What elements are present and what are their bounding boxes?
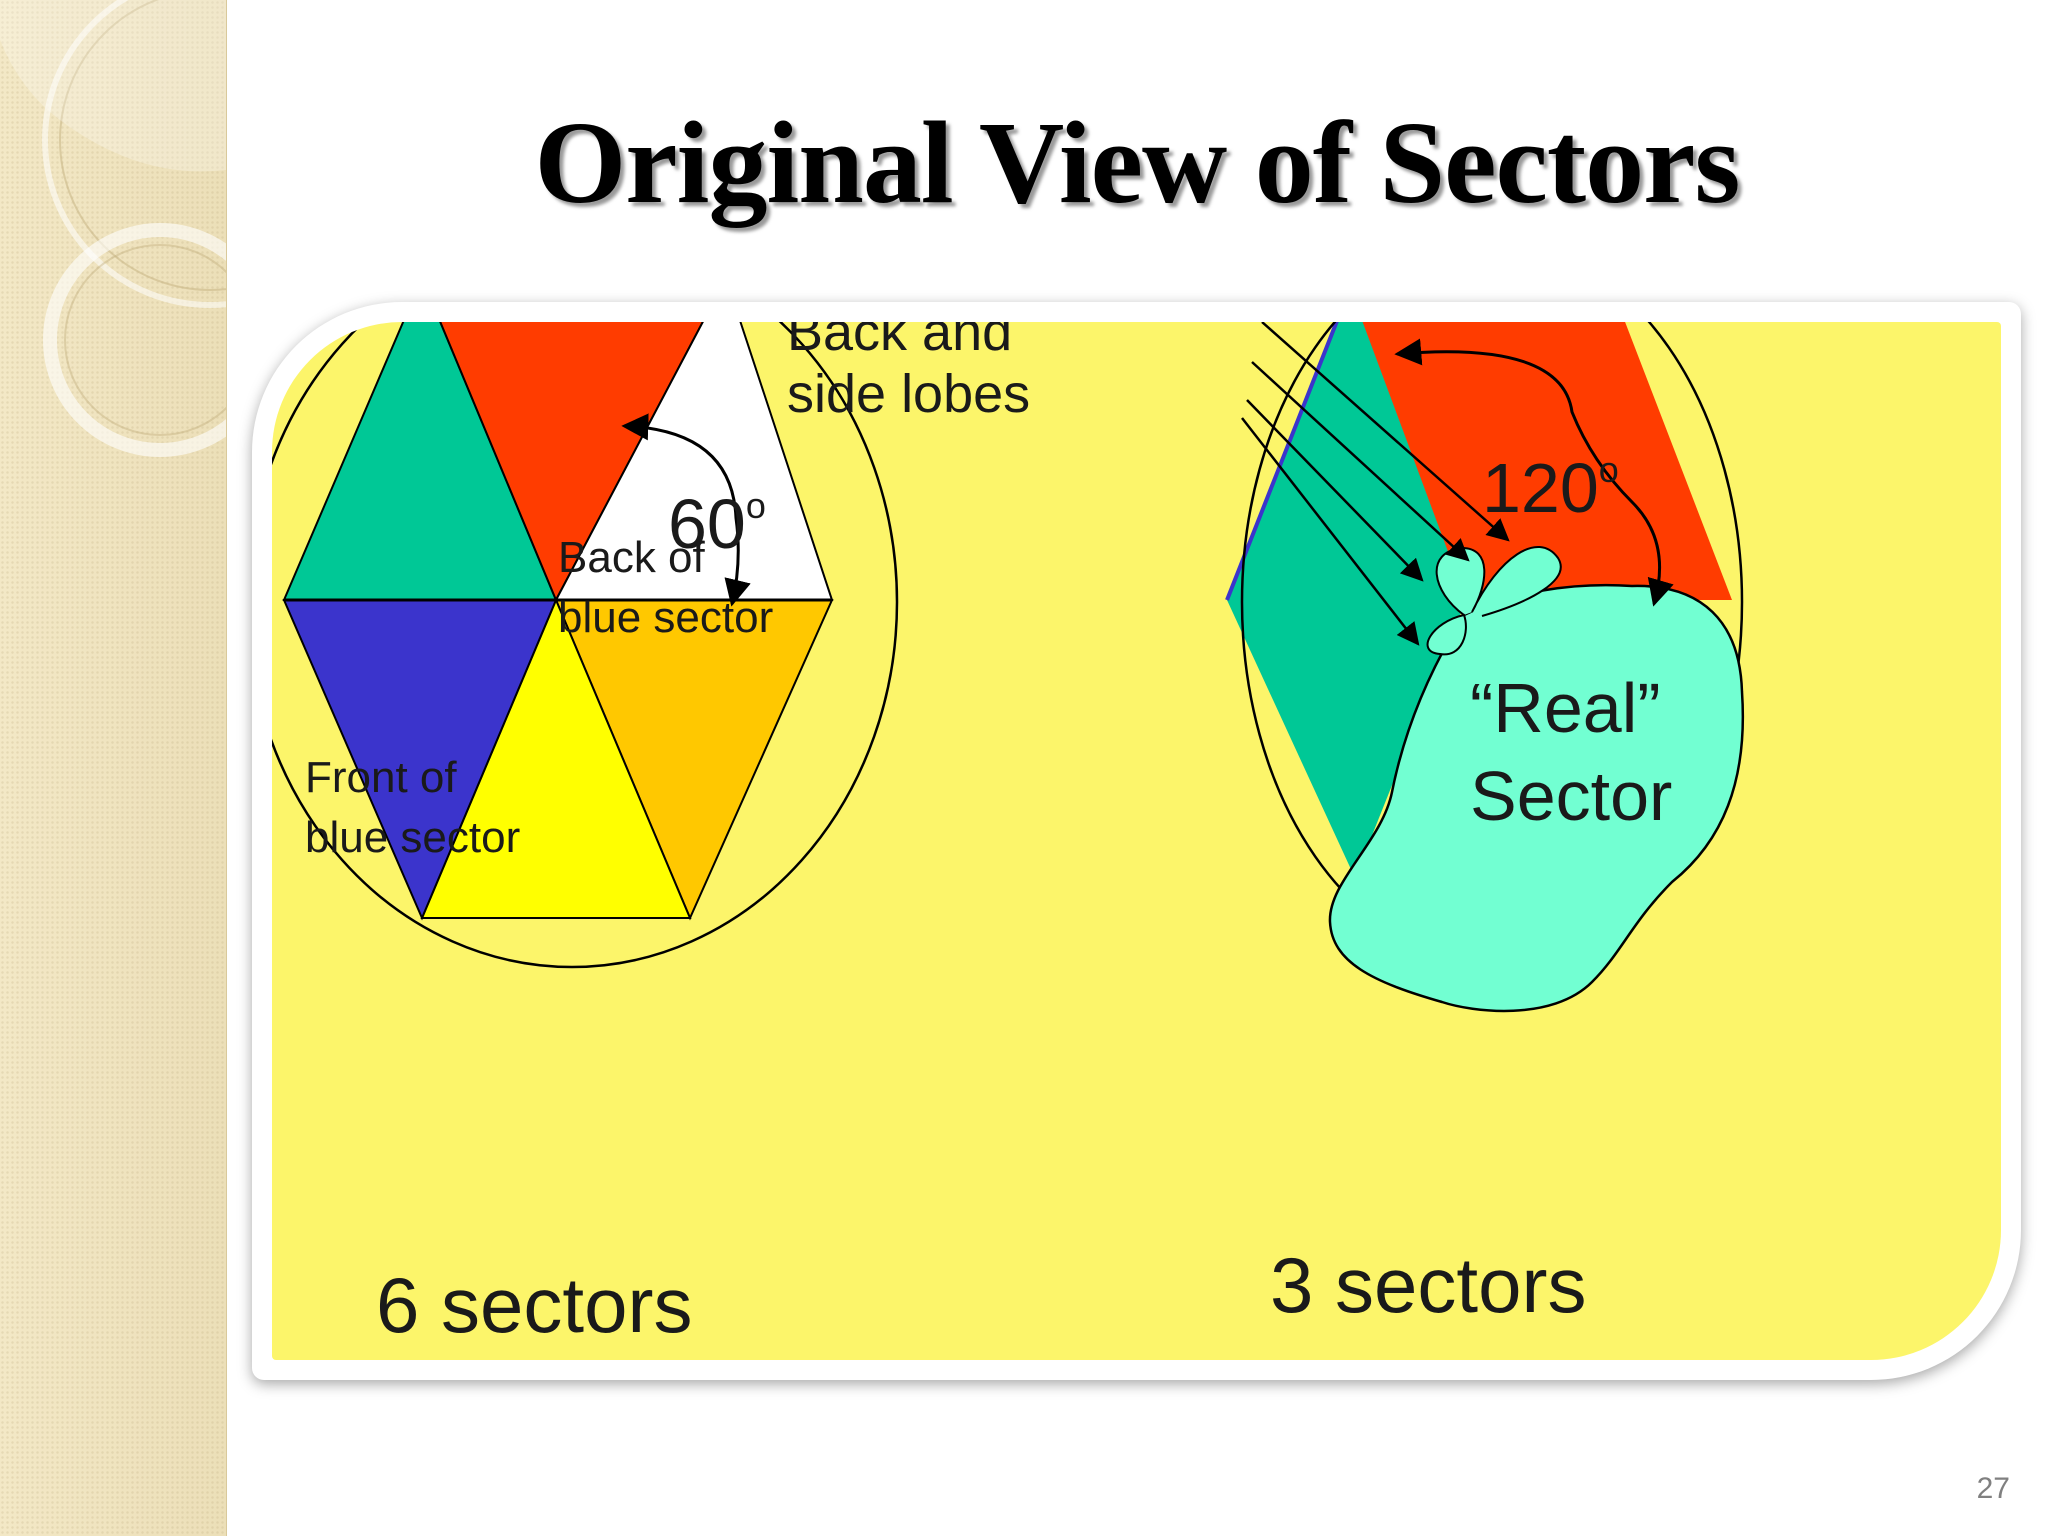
real-label-line2: Sector [1470,757,1672,835]
front-of-blue-label: Front of [305,753,457,802]
page-number: 27 [1976,1472,2010,1505]
real-label-line1: “Real” [1470,669,1661,747]
six-sectors-caption: 6 sectors [376,1261,692,1349]
angle-arc-120 [1394,338,1674,607]
real-sector-blob [1328,583,1745,1013]
lobe-arrow-3 [1246,399,1424,582]
front-of-blue-label-2: blue sector [305,813,520,862]
angle-arc-60 [621,413,751,607]
lobe-arrow-2 [1251,361,1470,562]
back-of-blue-label: Back of [558,533,706,582]
back-and-side-lobes-label-2: side lobes [787,364,1030,424]
three-sectors-caption: 3 sectors [1270,1241,1586,1329]
six-sector-diagram: 60o Back of blue sector Front of blue se… [272,322,899,1349]
decorative-sidebar [0,0,227,1536]
lobe-arrow-1 [1261,322,1510,542]
coverage-circle-left [272,322,899,969]
slide-title: Original View of Sectors [534,97,1741,228]
angle-label-120: 120o [1482,449,1619,527]
back-of-blue-label-2: blue sector [558,593,773,642]
angle-label-60: 60o [668,485,766,563]
decorative-rings [0,0,226,457]
lobe-arrow-4 [1241,417,1420,646]
three-sector-diagram: Back and side lobes 120o “Real” Sector 3… [787,322,1745,1329]
back-and-side-lobes-label: Back and [787,322,1012,362]
sector-diagram: 60o Back of blue sector Front of blue se… [272,322,2001,1360]
